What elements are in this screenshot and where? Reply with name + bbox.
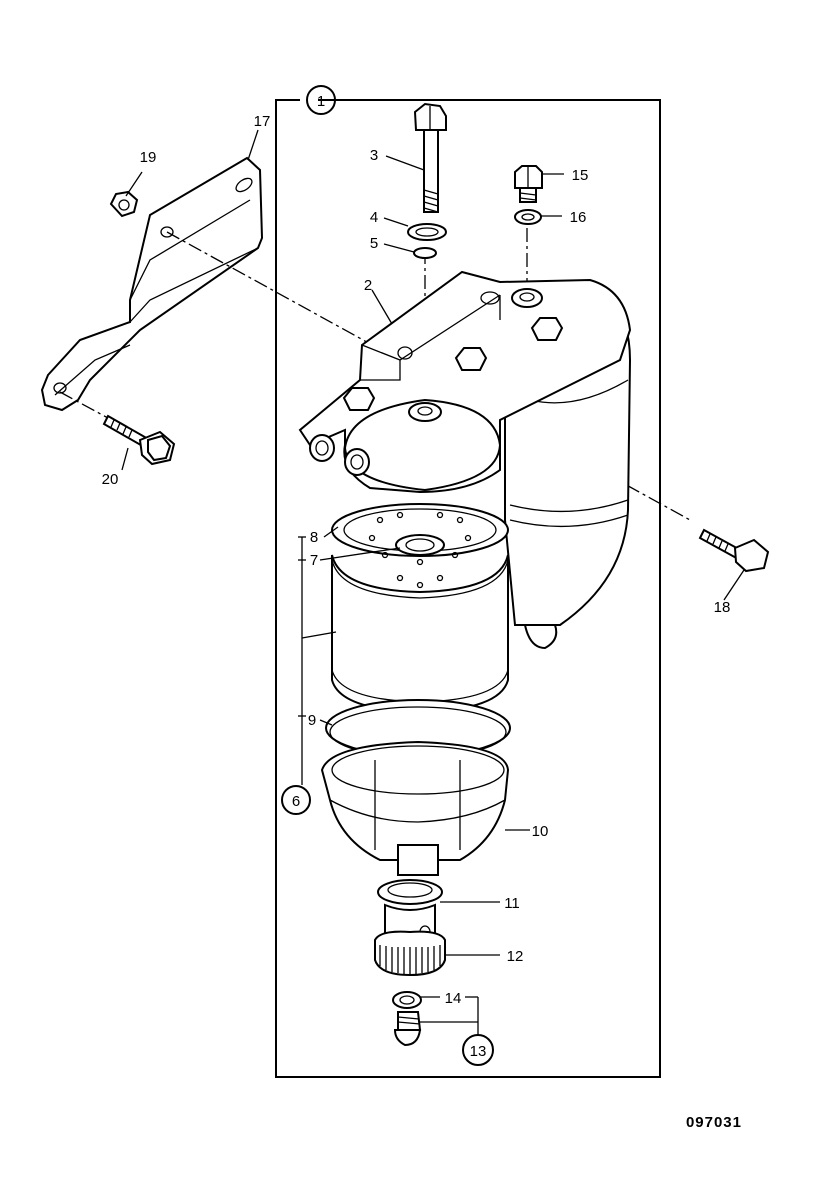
hex-nut	[109, 190, 139, 218]
mounting-bolt	[698, 528, 770, 573]
filter-head	[298, 270, 632, 494]
callout-6: 6	[292, 793, 300, 810]
callout-20: 20	[102, 471, 119, 488]
long-screw	[413, 102, 447, 213]
leader-lines	[121, 129, 745, 1035]
callout-10: 10	[532, 823, 549, 840]
assembly-boundary	[275, 99, 661, 1078]
drain-ring	[377, 879, 443, 905]
o-ring	[413, 247, 437, 259]
callout-17: 17	[254, 113, 271, 130]
callout-14: 14	[445, 990, 462, 1007]
callout-16: 16	[570, 209, 587, 226]
water-trap-bowl	[320, 740, 510, 876]
bracket-bolt	[102, 414, 176, 466]
drawing-number: 097031	[686, 1114, 742, 1131]
callout-3: 3	[370, 147, 378, 164]
filter-element	[331, 503, 509, 714]
callout-18: 18	[714, 599, 731, 616]
callout-11: 11	[504, 895, 520, 912]
callout-12: 12	[507, 948, 524, 965]
drain-nut	[374, 903, 446, 977]
callout-8: 8	[310, 529, 318, 546]
callout-1: 1	[317, 93, 325, 110]
callout-15: 15	[572, 167, 589, 184]
callout-5: 5	[370, 235, 378, 252]
plug-washer	[392, 991, 422, 1009]
callout-13: 13	[470, 1043, 487, 1060]
callout-7: 7	[310, 552, 318, 569]
callout-circle-13	[462, 1034, 494, 1066]
callout-9: 9	[308, 712, 316, 729]
vent-washer	[514, 209, 542, 225]
callout-circle-6	[281, 785, 311, 815]
callout-2: 2	[364, 277, 372, 294]
sealing-washer	[407, 223, 447, 241]
mounting-bracket	[40, 156, 264, 412]
callout-circle-1	[306, 85, 336, 115]
vent-screw	[514, 165, 543, 203]
callout-19: 19	[140, 149, 157, 166]
centerline-bolt	[59, 391, 109, 419]
drain-plug	[393, 1011, 422, 1047]
callout-4: 4	[370, 209, 378, 226]
